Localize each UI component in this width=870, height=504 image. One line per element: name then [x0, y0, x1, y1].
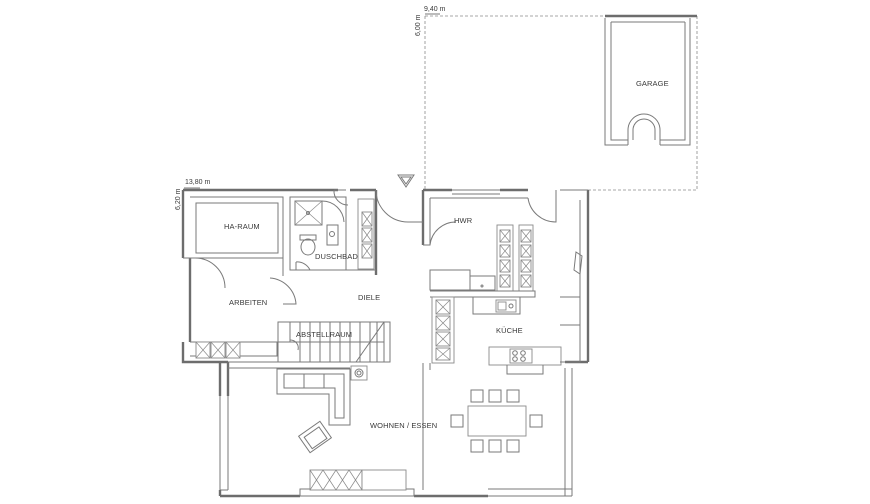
duschbad-label: DUSCHBAD [315, 252, 358, 261]
hwr-label: HWR [454, 216, 473, 225]
arbeiten-label: ARBEITEN [229, 298, 267, 307]
stairs: ABSTELLRAUM DIELE [277, 293, 391, 363]
house-width-label: 13,80 m [185, 179, 210, 186]
duschbad: DUSCHBAD [289, 189, 358, 271]
garage-label: GARAGE [636, 79, 669, 88]
garage-depth-label: 6,00 m [415, 14, 422, 36]
wohnen-essen: WOHNEN / ESSEN [228, 361, 543, 497]
diele-cabinets [346, 189, 423, 271]
kueche-label: KÜCHE [496, 326, 523, 335]
kueche: KÜCHE [422, 251, 583, 490]
abstellraum-label: ABSTELLRAUM [296, 330, 352, 339]
wohnen-essen-label: WOHNEN / ESSEN [370, 421, 437, 430]
entrance-triangle-icon [397, 174, 415, 188]
dimension-marks: 9,40 m 6,00 m 13,80 m 6,20 m [175, 6, 446, 210]
house-depth-label: 6,20 m [175, 188, 182, 210]
arbeiten: ARBEITEN [190, 277, 297, 359]
ha-raum-label: HA-RAUM [224, 222, 260, 231]
ha-raum: HA-RAUM [190, 196, 284, 289]
diele-label: DIELE [358, 293, 380, 302]
garage-width-label: 9,40 m [424, 6, 446, 13]
hwr: HWR [423, 190, 557, 298]
garage: GARAGE [424, 14, 698, 191]
